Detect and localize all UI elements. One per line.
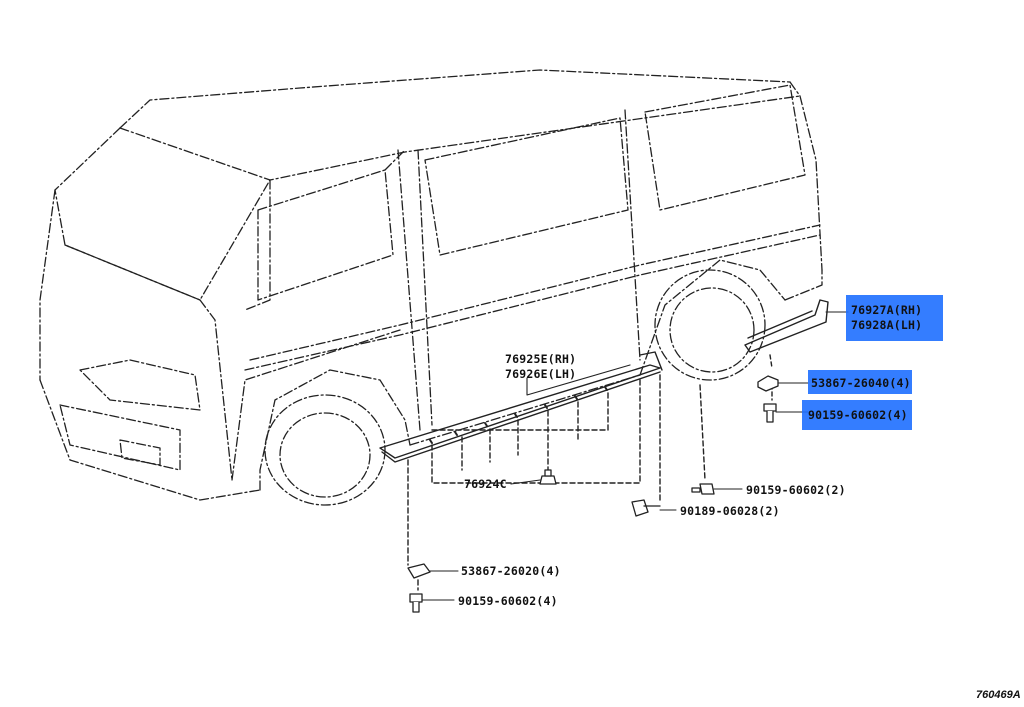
rear-clip-callout[interactable]: [808, 370, 912, 394]
lower-screw-label[interactable]: 90159-60602(4): [458, 594, 558, 608]
side-molding-part: [379, 351, 706, 591]
lower-clip-label[interactable]: 53867-26020(4): [461, 564, 561, 578]
side-molding-lh-label[interactable]: 76926E(LH): [505, 367, 577, 381]
front-bolt-label[interactable]: 90189-06028(2): [680, 504, 780, 518]
label-leaders: [421, 311, 849, 601]
rear-guard-rh-label[interactable]: 76927A(RH): [851, 303, 923, 317]
rear-clip-label[interactable]: 53867-26040(4): [811, 376, 911, 390]
rear-guard-lh-label[interactable]: 76928A(LH): [851, 318, 923, 332]
rear-guard-callout[interactable]: [846, 295, 943, 341]
van-body-outline: [39, 69, 823, 506]
front-screw-label[interactable]: 90159-60602(2): [746, 483, 846, 497]
side-molding-rh-label[interactable]: 76925E(RH): [505, 352, 577, 366]
fastener-icons: [407, 375, 779, 613]
rear-screw-label[interactable]: 90159-60602(4): [808, 408, 908, 422]
rear-screw-callout[interactable]: [802, 400, 912, 430]
diagram-reference-code: 760469A: [976, 689, 1021, 701]
center-clip-label[interactable]: 76924C: [464, 477, 507, 491]
